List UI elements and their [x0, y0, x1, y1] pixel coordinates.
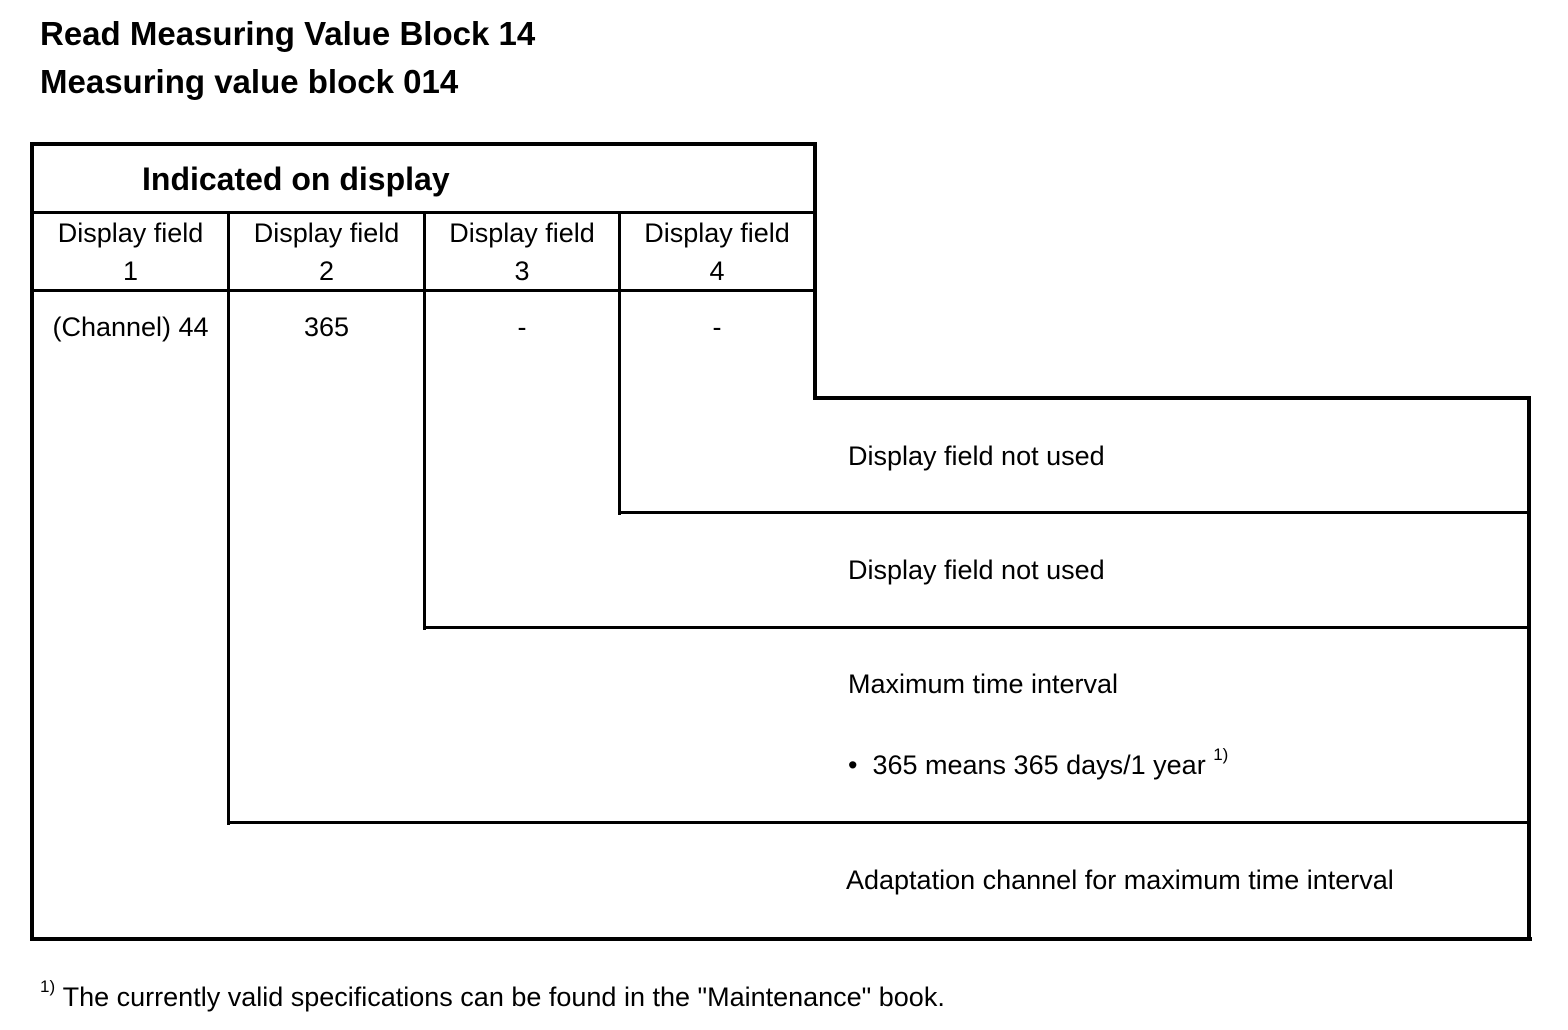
frame-top-line [30, 142, 817, 146]
field-header-2: Display field 2 [253, 218, 400, 286]
bullet-icon: • [848, 750, 858, 780]
footnote-reference: 1) [1213, 745, 1229, 764]
field1-description: Adaptation channel for maximum time inte… [846, 865, 1394, 895]
page-subtitle: Measuring value block 014 [40, 63, 459, 100]
field3-description: Display field not used [848, 555, 1105, 585]
frame-bottom-line [30, 937, 1532, 941]
step-line-2 [227, 821, 1531, 824]
frame-left-line [30, 142, 34, 941]
field2-description-bullet: • 365 means 365 days/1 year 1) [848, 746, 1228, 784]
field4-description: Display field not used [848, 441, 1105, 471]
page-title: Read Measuring Value Block 14 [40, 15, 536, 52]
field-value-2: 365 [303, 312, 350, 342]
bullet-text: 365 means 365 days/1 year [872, 750, 1206, 780]
field2-description-title: Maximum time interval [848, 669, 1119, 699]
footnote-text: The currently valid specifications can b… [62, 982, 945, 1012]
table-group-header: Indicated on display [142, 160, 450, 197]
footnote-marker: 1) [40, 977, 56, 996]
field-header-4: Display field 4 [644, 218, 790, 286]
field-value-4: - [712, 312, 722, 342]
step-line-4 [618, 511, 1531, 514]
col3-line [618, 211, 621, 515]
header-right-line [813, 142, 817, 400]
frame-right-line [1527, 396, 1531, 941]
field-value-3: - [517, 312, 527, 342]
step-top-line [813, 396, 1531, 400]
field-header-1: Display field 1 [57, 218, 204, 286]
field-header-3: Display field 3 [449, 218, 595, 286]
col1-line [227, 211, 230, 825]
field-value-1: (Channel) 44 [52, 312, 209, 342]
footnote: 1) The currently valid specifications ca… [40, 978, 945, 1016]
step-line-3 [423, 626, 1531, 629]
col2-line [423, 211, 426, 630]
